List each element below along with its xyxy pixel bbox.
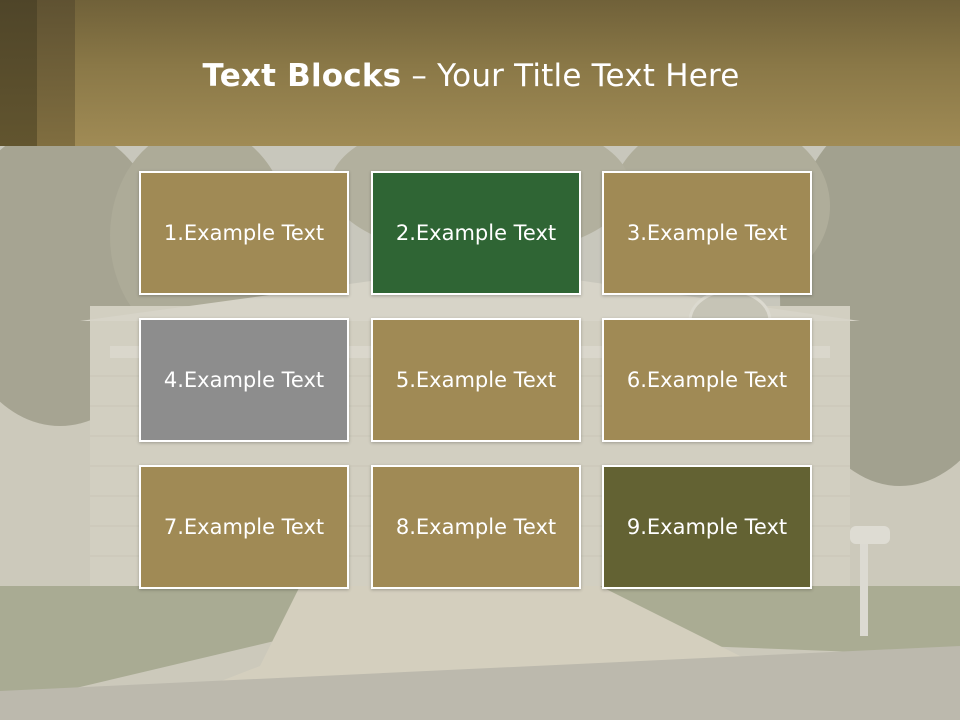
text-block-7: 7.Example Text: [139, 465, 349, 589]
text-block-label: 5.Example Text: [395, 368, 557, 392]
text-block-9: 9.Example Text: [602, 465, 812, 589]
text-block-label: 8.Example Text: [395, 515, 557, 539]
title-separator: –: [401, 58, 438, 94]
text-block-8: 8.Example Text: [371, 465, 581, 589]
title-bold: Text Blocks: [202, 58, 402, 94]
text-block-6: 6.Example Text: [602, 318, 812, 442]
header-band: [0, 0, 960, 146]
text-block-label: 6.Example Text: [626, 368, 788, 392]
text-block-2: 2.Example Text: [371, 171, 581, 295]
text-block-label: 9.Example Text: [626, 515, 788, 539]
text-block-label: 4.Example Text: [163, 368, 325, 392]
header-accent-dark: [0, 0, 37, 146]
header-accent-mid: [37, 0, 75, 146]
text-block-3: 3.Example Text: [602, 171, 812, 295]
slide-title: Text Blocks – Your Title Text Here: [0, 56, 960, 96]
title-rest: Your Title Text Here: [437, 58, 740, 94]
text-block-label: 7.Example Text: [163, 515, 325, 539]
text-block-label: 3.Example Text: [626, 221, 788, 245]
text-block-label: 2.Example Text: [395, 221, 557, 245]
text-block-5: 5.Example Text: [371, 318, 581, 442]
text-block-4: 4.Example Text: [139, 318, 349, 442]
text-block-label: 1.Example Text: [163, 221, 325, 245]
text-block-1: 1.Example Text: [139, 171, 349, 295]
